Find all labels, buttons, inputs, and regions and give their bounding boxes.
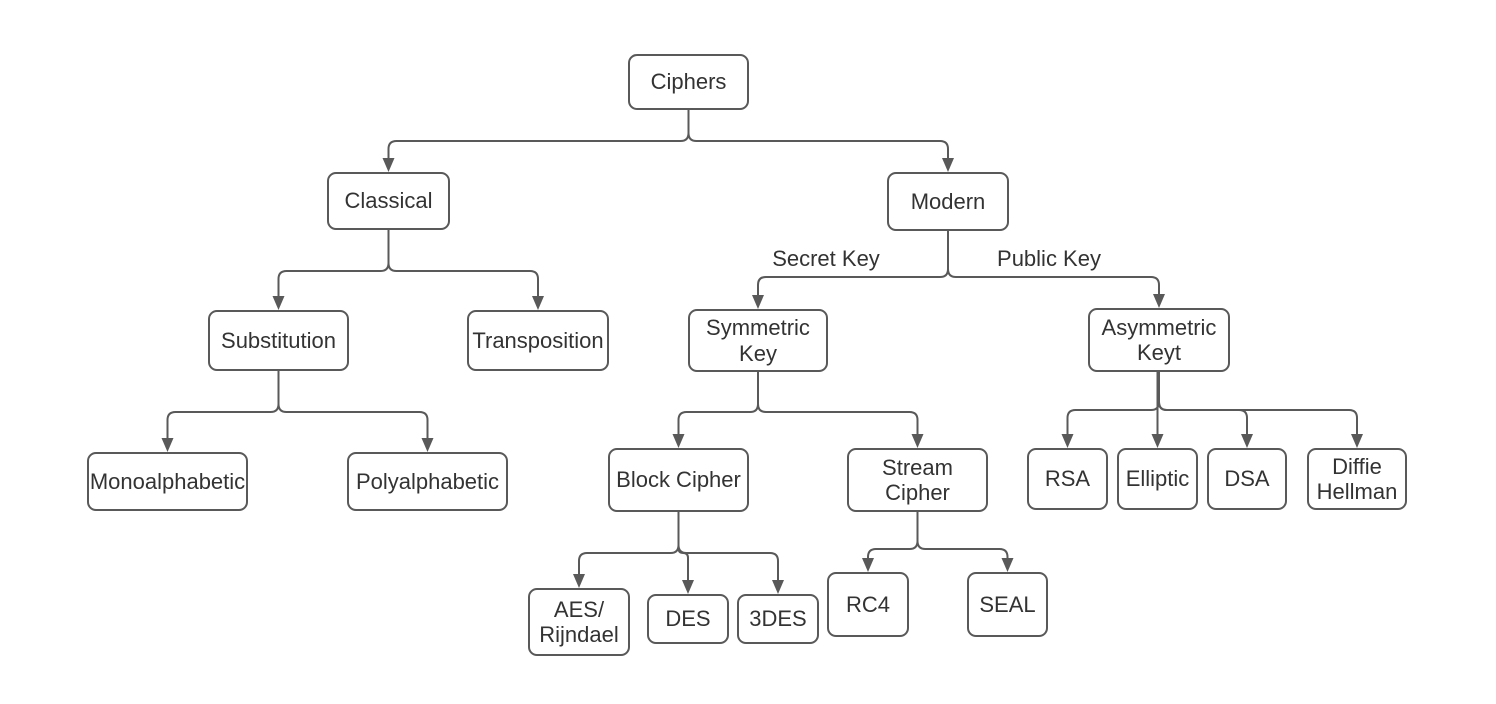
node-3des: 3DES — [737, 594, 819, 644]
arrowhead-icon — [532, 296, 544, 310]
arrowhead-icon — [862, 558, 874, 572]
arrowhead-icon — [1061, 434, 1074, 448]
node-label: Classical — [344, 188, 433, 214]
node-elliptic: Elliptic — [1117, 448, 1198, 510]
arrowhead-icon — [382, 158, 395, 172]
edge-symmetric-key-stream-cipher — [757, 372, 919, 434]
node-classical: Classical — [327, 172, 450, 230]
arrowhead-icon — [161, 438, 174, 452]
node-label: AES/ Rijndael — [539, 596, 619, 647]
node-block-cipher: Block Cipher — [608, 448, 749, 512]
node-asymmetric-key: Asymmetric Keyt — [1088, 308, 1230, 372]
arrowhead-icon — [421, 438, 434, 452]
node-symmetric-key: Symmetric Key — [688, 309, 828, 372]
node-label: Monoalphabetic — [89, 468, 246, 494]
arrowhead-icon — [682, 580, 694, 594]
edge-block-cipher-3des — [677, 512, 779, 580]
node-label: SEAL — [979, 591, 1036, 617]
node-label: Substitution — [221, 327, 336, 353]
node-substitution: Substitution — [208, 310, 349, 371]
node-label: DES — [665, 606, 711, 632]
arrowhead-icon — [1151, 434, 1164, 448]
node-label: Diffie Hellman — [1316, 453, 1398, 504]
node-label: Modern — [910, 188, 986, 214]
edge-asymmetric-key-diffie-hellman — [1158, 372, 1358, 434]
node-label: Block Cipher — [616, 467, 741, 493]
edge-substitution-polyalphabetic — [277, 371, 429, 438]
arrowhead-icon — [573, 574, 585, 588]
edge-asymmetric-key-dsa — [1158, 372, 1248, 434]
node-dsa: DSA — [1207, 448, 1287, 510]
edge-classical-substitution — [277, 230, 390, 296]
node-label: Transposition — [472, 327, 604, 353]
arrowhead-icon — [752, 295, 764, 309]
node-polyalphabetic: Polyalphabetic — [347, 452, 508, 511]
arrowhead-icon — [1153, 294, 1165, 308]
node-ciphers: Ciphers — [628, 54, 749, 110]
edge-stream-cipher-rc4 — [867, 512, 919, 558]
arrowhead-icon — [1001, 558, 1014, 572]
edge-stream-cipher-seal — [916, 512, 1009, 558]
edge-label-secret-key: Secret Key — [769, 246, 883, 272]
node-label: Ciphers — [650, 69, 727, 95]
node-modern: Modern — [887, 172, 1009, 231]
arrowhead-icon — [1351, 434, 1363, 448]
edge-block-cipher-des — [677, 512, 689, 580]
arrowhead-icon — [672, 434, 685, 448]
node-label: RC4 — [845, 591, 890, 617]
edge-ciphers-classical — [387, 110, 690, 158]
arrowhead-icon — [772, 580, 784, 594]
node-diffie-hellman: Diffie Hellman — [1307, 448, 1407, 510]
edge-symmetric-key-block-cipher — [677, 372, 759, 434]
node-aes-rijndael: AES/ Rijndael — [528, 588, 630, 656]
node-rsa: RSA — [1027, 448, 1108, 510]
node-label: Polyalphabetic — [355, 468, 500, 494]
node-label: DSA — [1224, 466, 1270, 492]
node-label: Stream Cipher — [882, 454, 953, 505]
edge-modern-asymmetric-key — [947, 231, 1160, 294]
arrowhead-icon — [942, 158, 954, 172]
arrowhead-icon — [911, 434, 924, 448]
node-label: Symmetric Key — [706, 315, 810, 366]
arrowhead-icon — [272, 296, 285, 310]
arrowhead-icon — [1241, 434, 1253, 448]
edge-classical-transposition — [387, 230, 539, 296]
node-label: Asymmetric Keyt — [1101, 314, 1217, 365]
node-stream-cipher: Stream Cipher — [847, 448, 988, 512]
node-des: DES — [647, 594, 729, 644]
edge-substitution-monoalphabetic — [166, 371, 280, 438]
node-label: 3DES — [749, 606, 807, 632]
edge-label-public-key: Public Key — [994, 246, 1104, 272]
edge-asymmetric-key-rsa — [1066, 372, 1160, 434]
node-transposition: Transposition — [467, 310, 609, 371]
node-seal: SEAL — [967, 572, 1048, 637]
edge-block-cipher-aes-rijndael — [578, 512, 680, 574]
node-label: RSA — [1044, 466, 1091, 492]
node-monoalphabetic: Monoalphabetic — [87, 452, 248, 511]
node-rc4: RC4 — [827, 572, 909, 637]
node-label: Elliptic — [1125, 466, 1190, 492]
edge-ciphers-modern — [687, 110, 949, 158]
